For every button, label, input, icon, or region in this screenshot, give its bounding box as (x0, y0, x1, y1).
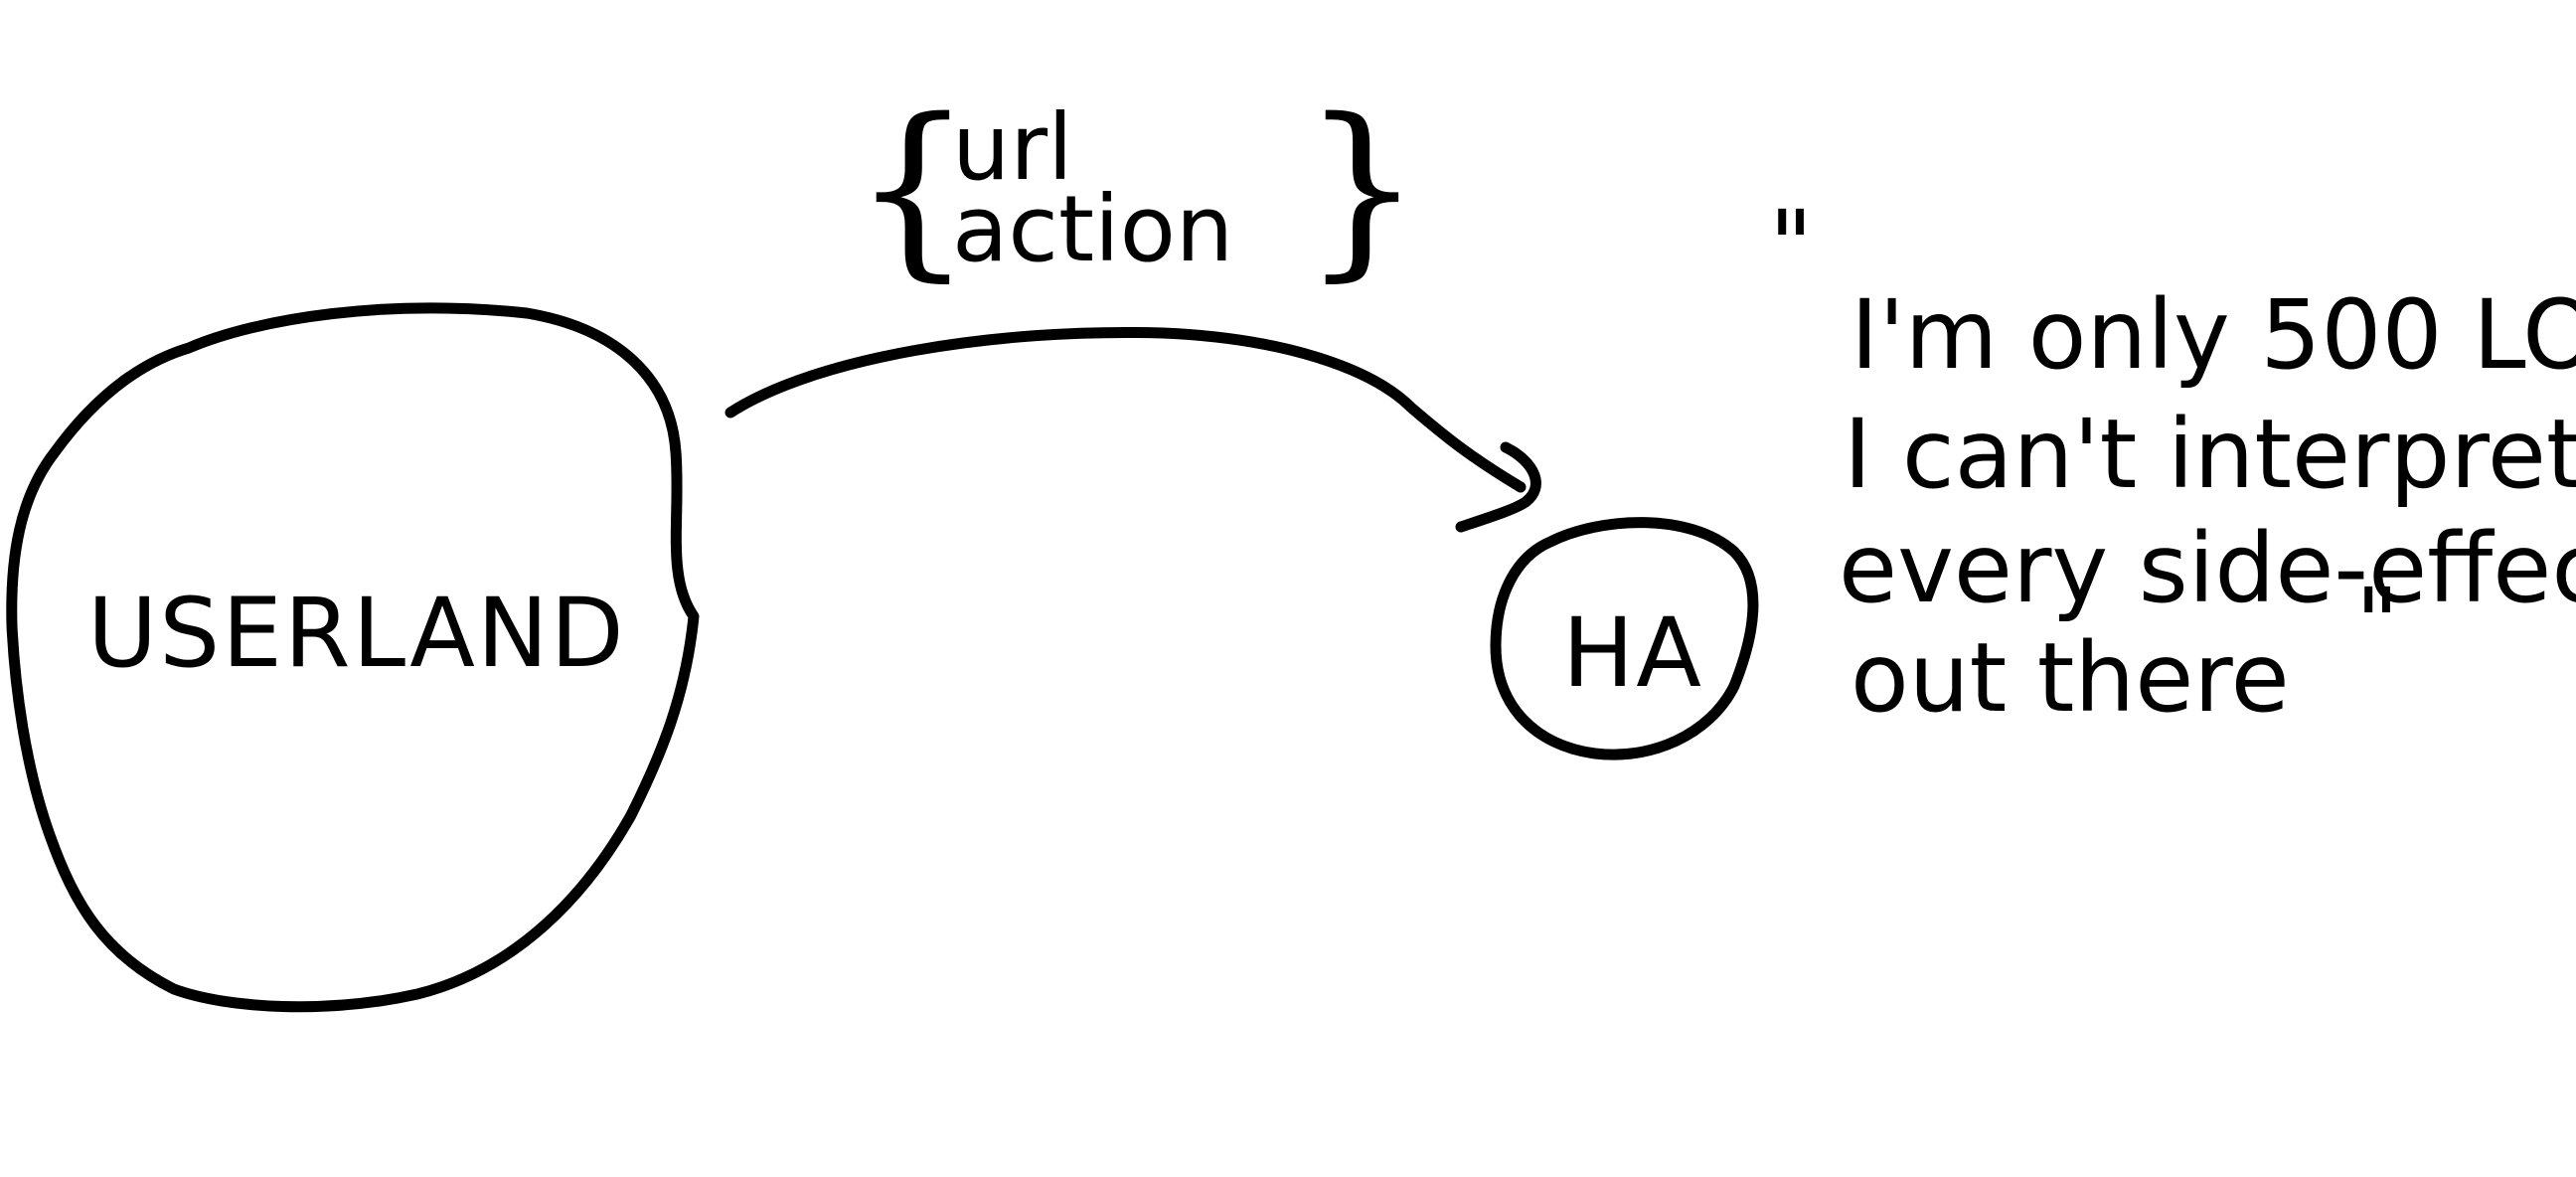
edge-label-open-brace: { (853, 79, 973, 298)
userland-node-label: USERLAND (87, 578, 626, 689)
quote-close-mark: " (2355, 568, 2399, 679)
quote-open-mark: " (1769, 190, 1813, 301)
edge-label-line-url: url (952, 94, 1073, 201)
userland-node-outline (6, 302, 700, 1013)
quote-line-2: I can't interpret (1844, 399, 2576, 510)
quote-line-3: every side-effect (1839, 513, 2576, 624)
quote-line-1: I'm only 500 LOC. (1851, 279, 2576, 391)
edge-arrowhead (1455, 441, 1541, 533)
ha-node-label: HA (1562, 597, 1703, 709)
quote-line-4: out there (1851, 622, 2290, 734)
edge-label-line-action: action (952, 176, 1233, 282)
ha-node-outline (1490, 517, 1759, 760)
edge-arrow-line (724, 326, 1527, 493)
edge-label-close-brace: } (1302, 79, 1422, 298)
